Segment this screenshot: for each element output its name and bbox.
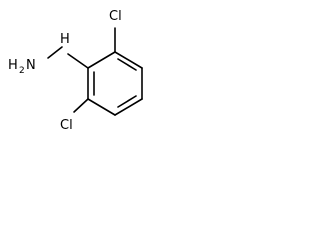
atom-nh-hydrogen: H (60, 32, 70, 47)
ring-bond-5 (87, 98, 116, 116)
atom-nh2-group: H 2 N (8, 58, 36, 76)
ring-bond-1 (87, 51, 116, 69)
ring-bond-4 (114, 98, 143, 116)
atom-nh2-hydrogen: H (8, 58, 18, 73)
atom-nh2-nitrogen: N (26, 58, 36, 73)
atom-nh2-subscript: 2 (19, 66, 25, 76)
bond-ring-to-nh (67, 53, 89, 69)
benzene-ring (87, 51, 143, 116)
bond-nh-to-nh2 (47, 46, 63, 59)
ring-bond-2 (114, 51, 143, 69)
atom-cl-bottom: Cl (60, 118, 73, 133)
bond-ring-to-cl-bottom (73, 98, 89, 113)
chemical-structure: Cl Cl H H 2 N (8, 9, 143, 133)
ring-double-bond-inner-2 (117, 95, 137, 108)
ring-double-bond-inner-1 (117, 58, 137, 71)
atom-cl-top: Cl (109, 9, 122, 24)
